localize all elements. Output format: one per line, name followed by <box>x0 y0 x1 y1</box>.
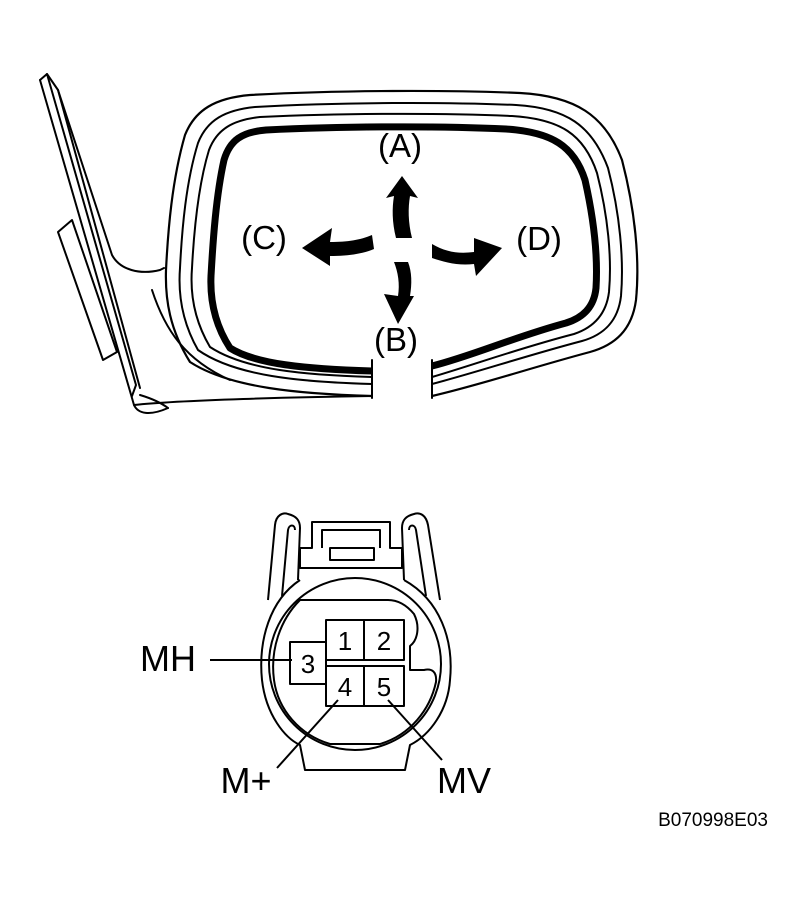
leader-line-m-plus <box>276 699 339 769</box>
mirror-bottom-gap <box>373 360 431 402</box>
mirror-assembly <box>39 73 639 414</box>
signal-label-mv: MV <box>437 760 491 801</box>
mirror-housing-outer <box>164 89 639 398</box>
connector-body <box>260 579 452 771</box>
connector-key-outline <box>272 599 438 745</box>
pin-cell-3 <box>289 641 327 685</box>
pin-number-4: 4 <box>338 672 352 702</box>
arrow-right-icon <box>432 238 502 276</box>
direction-label-down: (B) <box>374 321 418 358</box>
signal-label-mh: MH <box>140 638 196 679</box>
mirror-housing-rim <box>178 101 623 385</box>
connector-lock-tab <box>300 521 402 549</box>
signal-label-m-plus: M+ <box>220 760 271 801</box>
pin-number-5: 5 <box>377 672 391 702</box>
connector <box>260 512 452 771</box>
leader-line-mv <box>387 699 443 761</box>
arrow-down-icon <box>384 262 414 324</box>
pin-cell-5 <box>363 665 405 707</box>
mirror-glass <box>207 123 601 375</box>
direction-label-right: (D) <box>516 220 562 257</box>
connector-left-latch <box>267 512 301 601</box>
arrow-left-icon <box>302 228 374 266</box>
mirror-side-flap <box>57 219 118 361</box>
pin-number-2: 2 <box>377 626 391 656</box>
pin-number-1: 1 <box>338 626 352 656</box>
connector-inner-circle <box>268 577 442 751</box>
connector-right-latch <box>401 512 441 601</box>
mirror-housing-inner-rim <box>190 112 611 378</box>
direction-label-up: (A) <box>378 127 422 164</box>
arrow-up-icon <box>386 176 418 238</box>
pin-number-3: 3 <box>301 649 315 679</box>
adjustment-arrows <box>302 176 502 324</box>
direction-label-left: (C) <box>241 219 287 256</box>
figure-code: B070998E03 <box>658 810 768 831</box>
leader-lines <box>210 659 443 769</box>
mirror-base <box>39 73 373 414</box>
pin-cell-2 <box>363 619 405 661</box>
